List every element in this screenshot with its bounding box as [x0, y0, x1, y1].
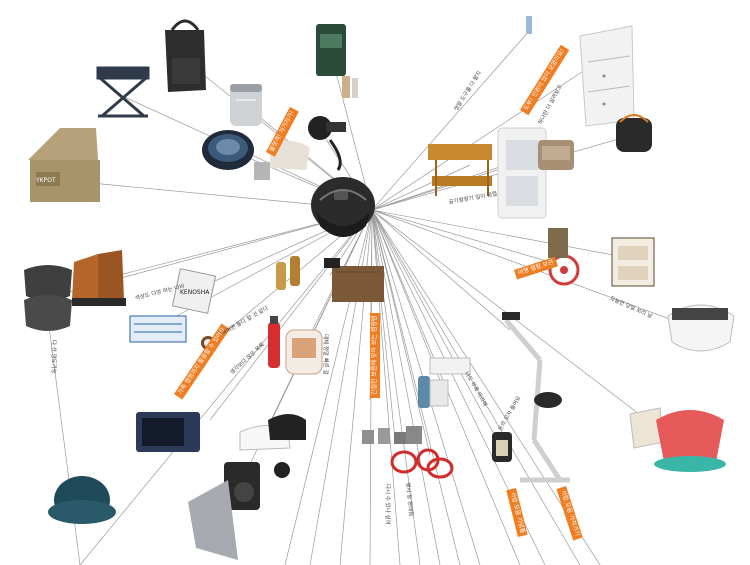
fan-icon[interactable] [548, 228, 580, 286]
brand-box[interactable]: KENOSHA [171, 268, 217, 314]
lantern-case-icon[interactable] [538, 140, 574, 170]
connector-line [371, 209, 511, 331]
exercise-bike-icon[interactable] [502, 312, 570, 483]
coffee-bag-icon[interactable] [316, 24, 358, 98]
shade-tarp-icon[interactable] [188, 480, 238, 560]
connector-line [371, 209, 396, 441]
connector-line [329, 49, 373, 211]
note-7: 다 산 양도가능 [50, 340, 56, 374]
hat-icon[interactable] [48, 476, 116, 524]
connector-line [371, 209, 561, 266]
cup-set-icon[interactable] [362, 426, 422, 444]
note-9: 다시 수 있나 싶어 [384, 484, 390, 525]
heater-icon[interactable] [285, 329, 323, 375]
connector-line [371, 59, 601, 211]
grill-plate-icon[interactable] [254, 162, 270, 180]
lantern-icon[interactable] [492, 432, 512, 462]
folding-chair-icon[interactable] [96, 66, 150, 118]
connector-line [371, 164, 471, 211]
sneakers-icon[interactable] [239, 414, 306, 451]
connector-line [209, 209, 373, 421]
drawer-cabinet-icon[interactable] [579, 25, 635, 127]
brand-box-label: KENOSHA [180, 289, 210, 296]
seat-cushion-icon[interactable] [24, 265, 72, 331]
oil-bottles-icon[interactable] [276, 256, 300, 290]
note-13: 대체 정말 빠른 걸 [322, 334, 328, 375]
connector-lines [39, 29, 701, 565]
connector-line [309, 209, 373, 565]
connector-line [47, 317, 81, 565]
visor-icon[interactable] [667, 304, 735, 352]
connector-line [371, 209, 501, 446]
pillow-icon[interactable] [270, 140, 310, 170]
bottle-icon[interactable] [418, 357, 471, 408]
tag-4: 간절한 보름에 맞아 보는 캠핑템 [370, 312, 380, 398]
cooler-box-icon[interactable]: YKPOT [28, 128, 100, 202]
spray-can-icon[interactable] [526, 16, 532, 34]
connector-line [339, 209, 373, 565]
connector-line [371, 209, 441, 381]
hair-dryer-icon[interactable] [308, 116, 346, 171]
connector-line [371, 209, 581, 565]
connector-line [371, 209, 461, 565]
fire-extinguisher-icon[interactable] [268, 316, 280, 368]
pot-bag-icon[interactable] [616, 114, 652, 152]
connector-line [79, 209, 373, 565]
battery-pack-icon[interactable] [129, 315, 187, 343]
cooler-brand: YKPOT [35, 177, 56, 184]
air-purifier-icon[interactable] [497, 127, 547, 219]
hiking-boots-icon[interactable] [72, 250, 126, 306]
coffee-maker-icon[interactable] [224, 462, 290, 510]
microwave-icon[interactable] [136, 412, 200, 452]
basket-icon[interactable] [654, 410, 726, 472]
canister-icon[interactable] [230, 84, 262, 126]
helmet-icon[interactable] [311, 177, 375, 237]
table-icon[interactable] [324, 258, 384, 302]
connector-line [371, 29, 531, 211]
bamboo-shelf-icon[interactable] [428, 144, 492, 196]
hanging-bag-icon[interactable] [165, 19, 206, 92]
rope-icon[interactable] [390, 448, 454, 479]
tea-box-icon[interactable] [611, 237, 655, 287]
connector-line [371, 209, 641, 261]
pan-set-icon[interactable] [202, 130, 254, 170]
connector-line [371, 209, 431, 456]
